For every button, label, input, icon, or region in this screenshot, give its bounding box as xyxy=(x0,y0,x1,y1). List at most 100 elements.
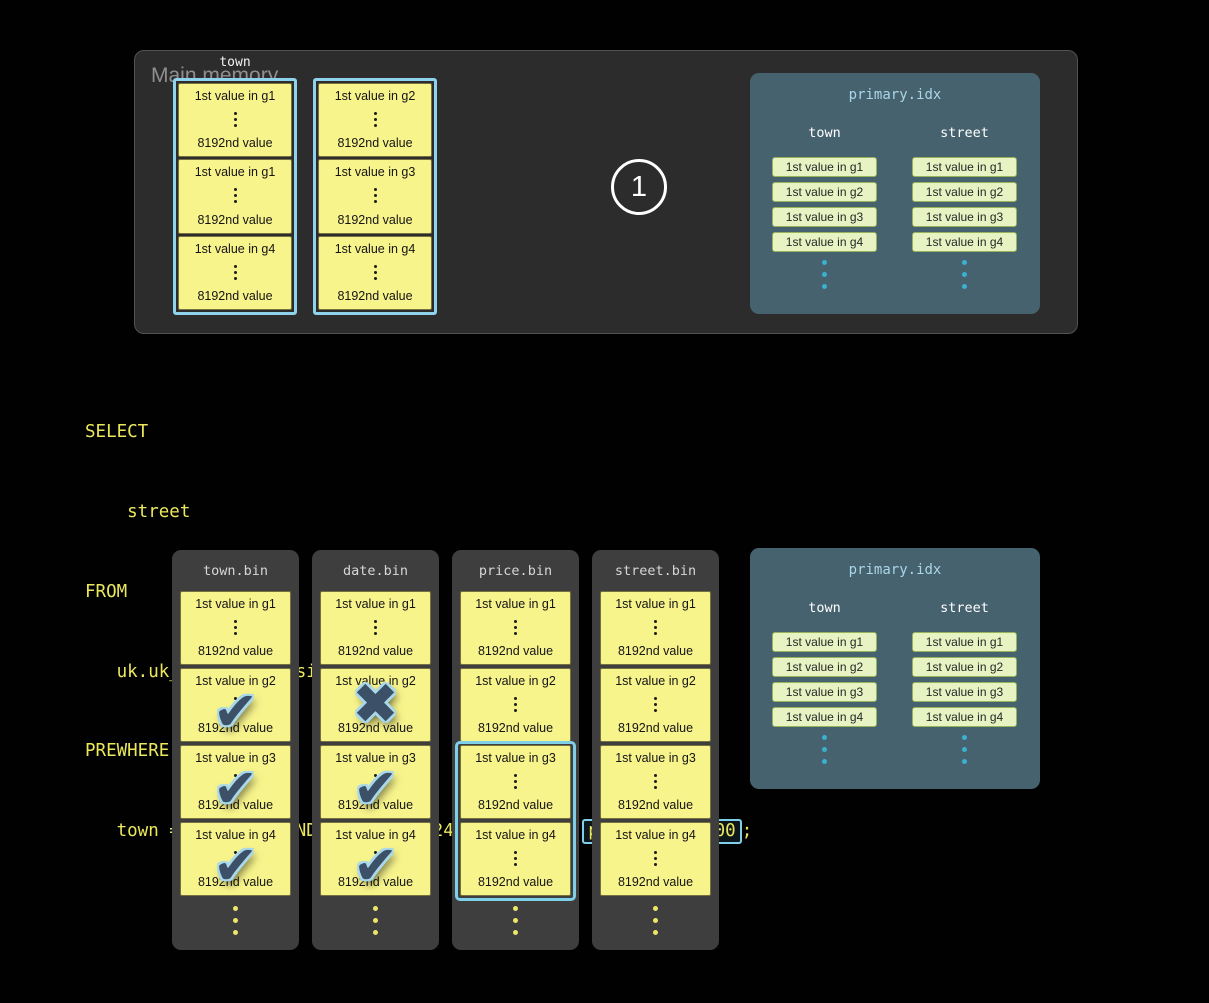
vertical-ellipsis-icon xyxy=(592,906,719,935)
granule-first-value: 1st value in g2 xyxy=(334,89,416,103)
vertical-ellipsis-icon xyxy=(373,112,377,128)
granule-block: 1st value in g4 8192nd value ✔ xyxy=(180,822,291,896)
vertical-ellipsis-icon xyxy=(654,697,657,712)
granule-last-value: 8192nd value xyxy=(337,644,414,658)
granule-last-value: 8192nd value xyxy=(337,875,414,889)
vertical-ellipsis-icon xyxy=(654,851,657,866)
idx-column-header: street xyxy=(940,600,989,616)
bin-title: price.bin xyxy=(478,563,553,579)
vertical-ellipsis-icon xyxy=(233,112,237,128)
granule-last-value: 8192nd value xyxy=(617,644,694,658)
granule-first-value: 1st value in g1 xyxy=(194,165,276,180)
granule-first-value: 1st value in g2 xyxy=(475,674,556,688)
sql-line: PREWHERE xyxy=(85,741,170,762)
granule-last-value: 8192nd value xyxy=(477,798,554,812)
granule-last-value: 8192nd value xyxy=(477,644,554,658)
granule-first-value: 1st value in g1 xyxy=(194,89,276,103)
idx-entry: 1st value in g3 xyxy=(912,207,1017,227)
granule-first-value: 1st value in g4 xyxy=(475,828,556,842)
granule-first-value: 1st value in g3 xyxy=(195,751,276,765)
primary-idx-title: primary.idx xyxy=(848,87,942,103)
granule-block: 1st value in g1 8192nd value xyxy=(180,591,291,665)
granule-last-value: 8192nd value xyxy=(197,644,274,658)
idx-entry: 1st value in g2 xyxy=(912,657,1017,677)
vertical-ellipsis-icon xyxy=(233,264,237,280)
step-1-badge: 1 xyxy=(611,159,667,215)
granule-block: 1st value in g2 8192nd value ✔ xyxy=(180,668,291,742)
granule-last-value: 8192nd value xyxy=(617,798,694,812)
vertical-ellipsis-icon xyxy=(373,264,377,280)
granule-first-value: 1st value in g1 xyxy=(195,597,276,611)
idx-entry: 1st value in g4 xyxy=(912,707,1017,727)
vertical-ellipsis-icon xyxy=(654,620,657,635)
idx-entry: 1st value in g1 xyxy=(772,632,877,652)
idx-town-column: town 1st value in g1 1st value in g2 1st… xyxy=(772,548,877,789)
selected-granules-highlight xyxy=(455,741,576,901)
granule-block: 1st value in g3 8192nd value xyxy=(318,159,432,234)
granule-block: 1st value in g2 8192nd value xyxy=(318,83,432,158)
granule-block: 1st value in g4 8192nd value xyxy=(178,235,292,310)
granule-block: 1st value in g3 8192nd value xyxy=(600,745,711,819)
street-bin-panel: street.bin 1st value in g1 8192nd value … xyxy=(592,550,719,950)
granule-last-value: 8192nd value xyxy=(197,798,274,812)
date-bin-panel: date.bin 1st value in g1 8192nd value 1s… xyxy=(312,550,439,950)
granule-last-value: 8192nd value xyxy=(337,136,413,151)
sql-line: SELECT xyxy=(85,422,149,443)
town-column-label: town xyxy=(219,55,251,70)
granule-first-value: 1st value in g2 xyxy=(615,674,696,688)
granule-block: 1st value in g4 8192nd value ✔ xyxy=(320,822,431,896)
primary-idx-panel-top: primary.idx town 1st value in g1 1st val… xyxy=(750,73,1040,314)
granule-block: 1st value in g2 8192nd value xyxy=(600,668,711,742)
granule-first-value: 1st value in g1 xyxy=(615,597,696,611)
granule-first-value: 1st value in g2 xyxy=(335,674,416,688)
idx-entry: 1st value in g2 xyxy=(772,182,877,202)
vertical-ellipsis-icon xyxy=(234,697,237,712)
granule-last-value: 8192nd value xyxy=(197,212,273,227)
vertical-ellipsis-icon xyxy=(514,774,517,789)
vertical-ellipsis-icon xyxy=(312,906,439,935)
idx-entry: 1st value in g3 xyxy=(912,682,1017,702)
idx-street-column: street 1st value in g1 1st value in g2 1… xyxy=(912,73,1017,314)
granule-block: 1st value in g2 8192nd value xyxy=(460,668,571,742)
bin-title: street.bin xyxy=(614,563,697,579)
sql-text: ; xyxy=(741,821,753,842)
sql-line: FROM xyxy=(85,581,128,602)
vertical-ellipsis-icon xyxy=(374,697,377,712)
granule-block: 1st value in g4 8192nd value xyxy=(318,235,432,310)
vertical-ellipsis-icon xyxy=(912,260,1017,289)
vertical-ellipsis-icon xyxy=(234,774,237,789)
idx-entry: 1st value in g3 xyxy=(772,207,877,227)
idx-town-column: town 1st value in g1 1st value in g2 1st… xyxy=(772,73,877,314)
granule-block: 1st value in g1 8192nd value xyxy=(178,159,292,234)
granule-last-value: 8192nd value xyxy=(337,798,414,812)
idx-entry: 1st value in g1 xyxy=(912,157,1017,177)
town-bin-panel: town.bin 1st value in g1 8192nd value 1s… xyxy=(172,550,299,950)
granule-block: 1st value in g2 8192nd value ✖ xyxy=(320,668,431,742)
bin-granules: 1st value in g1 8192nd value 1st value i… xyxy=(455,591,576,901)
idx-street-column: street 1st value in g1 1st value in g2 1… xyxy=(912,548,1017,789)
granule-first-value: 1st value in g3 xyxy=(334,165,416,180)
granule-last-value: 8192nd value xyxy=(197,721,274,735)
granule-last-value: 8192nd value xyxy=(337,288,413,303)
idx-entry: 1st value in g1 xyxy=(772,157,877,177)
granule-first-value: 1st value in g2 xyxy=(195,674,276,688)
primary-idx-title: primary.idx xyxy=(848,562,942,578)
bin-title: date.bin xyxy=(342,563,409,579)
granule-block: 1st value in g4 8192nd value xyxy=(460,822,571,896)
vertical-ellipsis-icon xyxy=(772,735,877,764)
granule-first-value: 1st value in g3 xyxy=(475,751,556,765)
bin-granules: 1st value in g1 8192nd value 1st value i… xyxy=(320,591,431,896)
idx-column-header: street xyxy=(940,125,989,141)
price-bin-panel: price.bin 1st value in g1 8192nd value 1… xyxy=(452,550,579,950)
vertical-ellipsis-icon xyxy=(234,620,237,635)
granule-block: 1st value in g3 8192nd value xyxy=(460,745,571,819)
granule-first-value: 1st value in g4 xyxy=(335,828,416,842)
granule-block: 1st value in g1 8192nd value xyxy=(320,591,431,665)
granule-last-value: 8192nd value xyxy=(477,721,554,735)
granule-last-value: 8192nd value xyxy=(197,875,274,889)
granule-first-value: 1st value in g3 xyxy=(615,751,696,765)
bin-granules: 1st value in g1 8192nd value 1st value i… xyxy=(600,591,711,896)
granule-last-value: 8192nd value xyxy=(617,875,694,889)
vertical-ellipsis-icon xyxy=(374,851,377,866)
